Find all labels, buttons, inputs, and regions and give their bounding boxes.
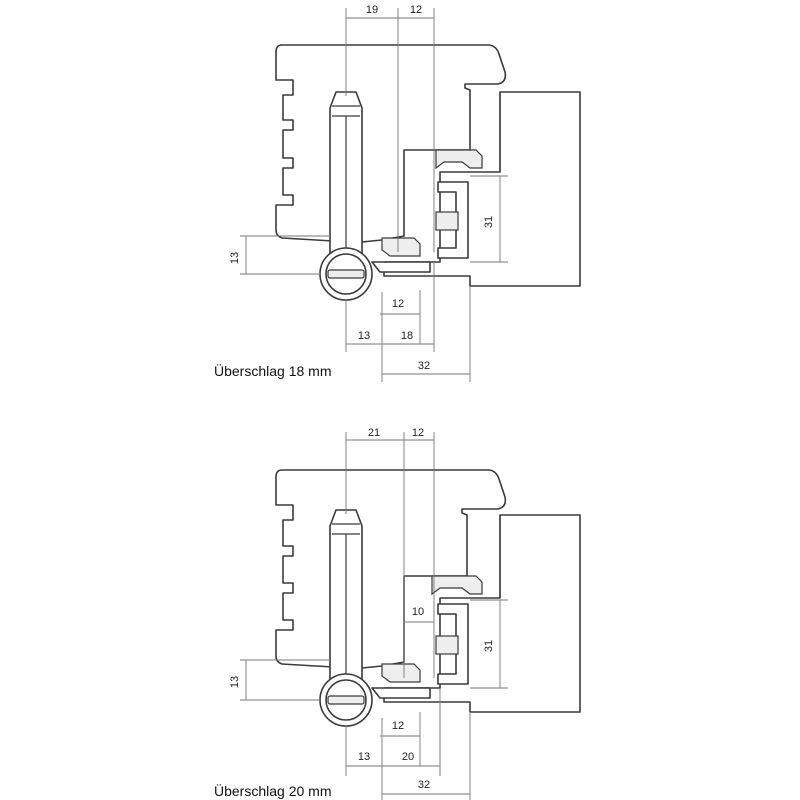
frame-bracket — [437, 603, 469, 685]
dim-top-b: 12 — [410, 4, 422, 16]
caption-1: Überschlag 18 mm — [214, 362, 332, 379]
dim-bot-a: 13 — [358, 330, 370, 342]
dim-bot-a: 13 — [358, 751, 370, 763]
dim-gap-mid: 12 — [392, 298, 404, 310]
dim-top-b: 12 — [412, 427, 424, 439]
gasket-top — [431, 575, 483, 596]
hinge-drawing-1: 19 12 31 13 12 13 18 32 Überschlag 18 mm — [214, 4, 581, 382]
hinge-leaf — [371, 687, 431, 699]
dim-gap-mid: 12 — [392, 720, 404, 732]
dimension-labels-1: 19 12 31 13 12 13 18 32 — [229, 4, 495, 372]
hinge-drawing-2: 21 12 10 31 13 12 13 20 32 Überschlag 20… — [214, 427, 581, 800]
dim-right-v: 31 — [483, 216, 495, 228]
bracket-screw — [435, 211, 459, 231]
dim-bot-b: 18 — [401, 330, 413, 342]
dim-bot-c: 32 — [418, 779, 430, 791]
dimension-lines-2 — [240, 432, 508, 800]
frame-bracket — [437, 181, 469, 259]
knuckle-slot — [327, 695, 365, 705]
hinge-pin-detail — [332, 105, 360, 262]
hinge-pin-detail — [332, 523, 360, 688]
dim-left-v: 13 — [229, 676, 241, 688]
gasket-bottom — [381, 663, 421, 683]
caption-2: Überschlag 20 mm — [214, 782, 332, 799]
hinge-leaf — [371, 261, 431, 273]
dim-top-a: 19 — [366, 4, 378, 16]
dim-right-v: 31 — [483, 640, 495, 652]
dimension-lines-1 — [240, 8, 508, 382]
dim-left-v: 13 — [229, 252, 241, 264]
dimension-labels-2: 21 12 10 31 13 12 13 20 32 — [229, 427, 495, 791]
dim-top-a: 21 — [368, 427, 380, 439]
bracket-screw — [435, 635, 459, 655]
gasket-top — [435, 149, 483, 170]
gasket-bottom — [381, 237, 421, 257]
dim-bot-b: 20 — [402, 751, 414, 763]
dim-bot-c: 32 — [418, 360, 430, 372]
dim-inner-h: 10 — [412, 606, 424, 618]
knuckle-slot — [327, 269, 365, 279]
